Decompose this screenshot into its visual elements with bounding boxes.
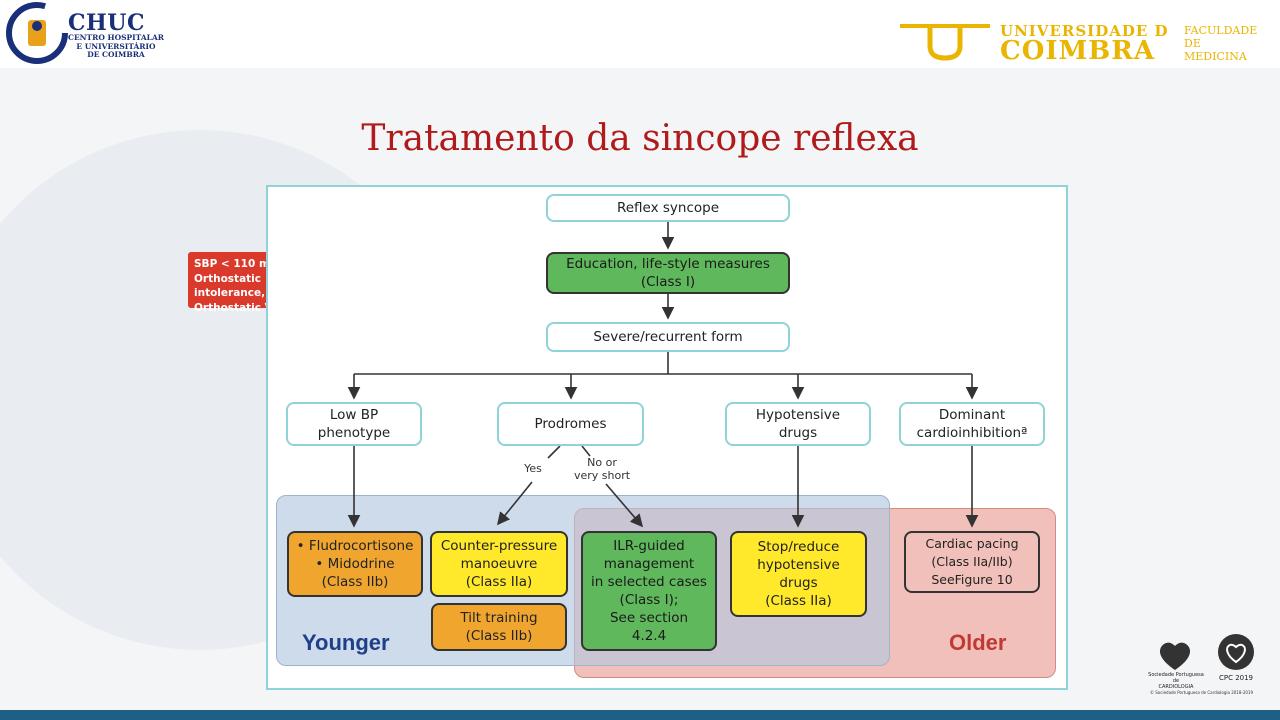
spc-logo-icon [1159,642,1191,670]
node-fludrocortisone: • Fludrocortisone • Midodrine (Class IIb… [287,531,423,597]
node-ilr-guided: ILR-guided management in selected cases … [581,531,717,651]
university-name-line1: UNIVERSIDADE D [1000,22,1169,40]
node-reflex-syncope: Reflex syncope [546,194,790,222]
header-bar [0,0,1280,68]
edge-label-no: No or very short [573,456,631,482]
university-name-line2: COIMBRA [1000,36,1156,66]
node-stop-reduce: Stop/reduce hypotensive drugs (Class IIa… [730,531,867,617]
chuc-subtitle: CENTRO HOSPITALAR E UNIVERSITÁRIO DE COI… [68,33,164,59]
slide-title: Tratamento da sincope reflexa [361,118,919,159]
node-education: Education, life-style measures (Class I) [546,252,790,294]
node-tilt-training: Tilt training (Class IIb) [431,603,567,651]
edge-label-yes: Yes [524,462,542,475]
node-cardiac-pacing: Cardiac pacing (Class IIa/IIb) SeeFigure… [904,531,1040,593]
cpc-text: CPC 2019 [1218,674,1254,682]
younger-label: Younger [302,630,390,655]
node-severe-recurrent: Severe/recurrent form [546,322,790,352]
spc-text: Sociedade Portuguesa de CARDIOLOGIA [1148,672,1204,690]
university-u-icon [900,24,990,61]
node-low-bp: Low BP phenotype [286,402,422,446]
chuc-logo-icon [6,2,68,64]
faculty-name: FACULDADE DE MEDICINA [1184,24,1258,63]
cpc-logo-icon [1218,634,1254,670]
node-dominant-cardioinhibition: Dominant cardioinhibitionª [899,402,1045,446]
node-counter-pressure: Counter-pressure manoeuvre (Class IIa) [430,531,568,597]
copyright-text: © Sociedade Portuguesa de Cardiologia 20… [1150,690,1254,695]
flowchart-connectors [347,222,979,528]
node-prodromes: Prodromes [497,402,644,446]
older-label: Older [949,630,1007,655]
bottom-bar [0,710,1280,720]
node-hypotensive-drugs: Hypotensive drugs [725,402,871,446]
chuc-name: CHUC [68,10,145,36]
